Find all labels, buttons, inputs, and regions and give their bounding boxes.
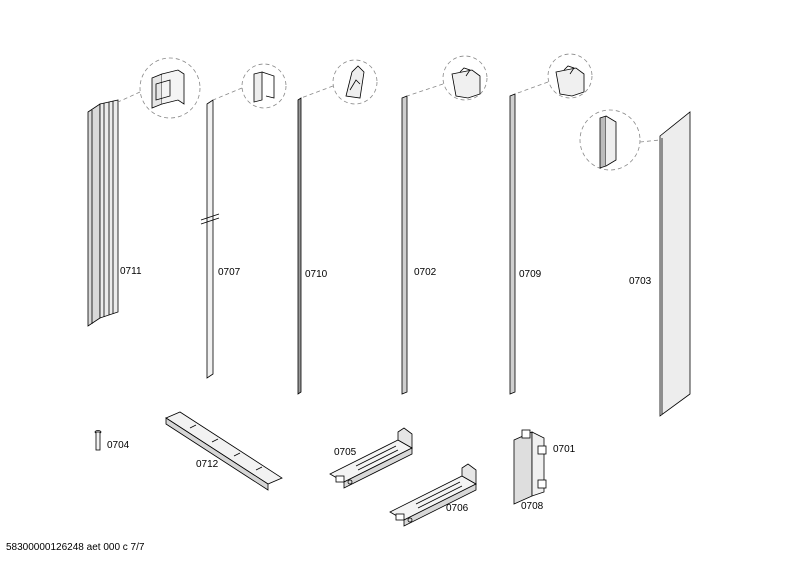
label-0706: 0706 <box>446 503 469 514</box>
detail-circle-0710 <box>300 59 378 105</box>
label-0702: 0702 <box>414 267 437 278</box>
detail-circle-0709 <box>514 53 593 99</box>
part-0703-panel <box>659 111 691 417</box>
part-0702-strip <box>401 95 408 395</box>
label-0711: 0711 <box>120 266 142 277</box>
label-0704: 0704 <box>107 440 130 451</box>
label-0705: 0705 <box>334 447 357 458</box>
label-0712: 0712 <box>196 459 219 470</box>
detail-circle-0711 <box>117 57 201 119</box>
part-0704-pin <box>94 430 102 451</box>
part-0701-clip <box>537 445 547 489</box>
part-0708-endcap <box>513 429 545 505</box>
label-0710: 0710 <box>305 269 328 280</box>
document-id: 58300000126248 aet 000 c 7/7 <box>6 542 145 553</box>
part-0711-profile <box>87 99 119 327</box>
part-0706-bracket <box>389 463 477 527</box>
part-0707-strip <box>200 99 220 379</box>
part-0705-bracket <box>329 427 413 489</box>
detail-circle-0703 <box>579 109 661 171</box>
detail-circle-0707 <box>212 63 287 109</box>
detail-circle-0702 <box>406 55 488 101</box>
label-0703: 0703 <box>629 276 652 287</box>
label-0708: 0708 <box>521 501 544 512</box>
label-0707: 0707 <box>218 267 241 278</box>
label-0709: 0709 <box>519 269 542 280</box>
part-0710-strip <box>297 97 302 395</box>
part-0709-strip <box>509 93 516 395</box>
label-0701: 0701 <box>553 444 576 455</box>
part-0712-rail <box>165 411 283 491</box>
